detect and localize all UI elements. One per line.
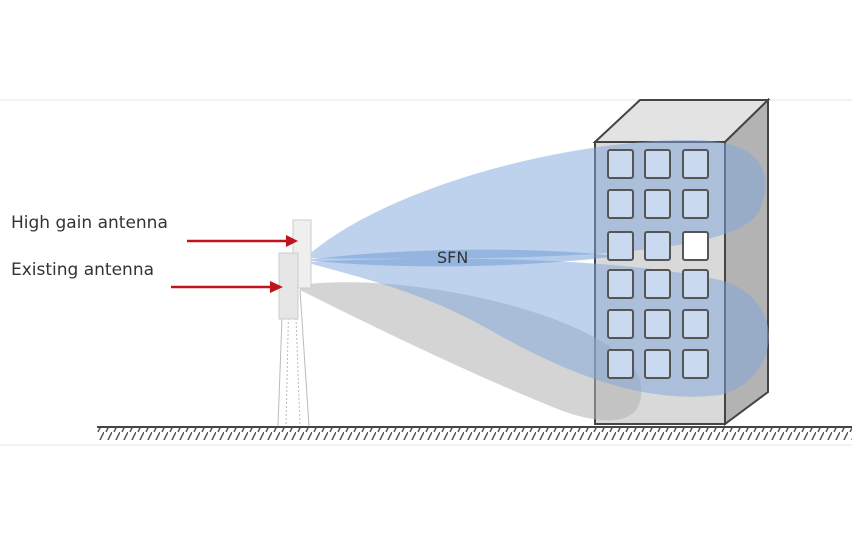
window — [644, 149, 671, 179]
window — [607, 309, 634, 339]
window — [644, 269, 671, 299]
window — [682, 269, 709, 299]
existing-antenna-coverage — [300, 282, 642, 421]
window — [607, 269, 634, 299]
window — [607, 349, 634, 379]
window — [607, 231, 634, 261]
sfn-overlap — [305, 249, 620, 267]
existing-antenna — [278, 252, 299, 320]
building-windows — [607, 149, 709, 379]
window — [682, 231, 709, 261]
high-gain-antenna-label: High gain antenna — [11, 213, 168, 233]
window — [682, 189, 709, 219]
window — [607, 189, 634, 219]
window — [682, 309, 709, 339]
existing-arrow — [171, 281, 283, 293]
window — [644, 189, 671, 219]
sfn-label: SFN — [437, 248, 469, 267]
window — [607, 149, 634, 179]
existing-antenna-label: Existing antenna — [11, 260, 155, 280]
window — [682, 149, 709, 179]
window — [644, 231, 671, 261]
window — [644, 309, 671, 339]
window — [644, 349, 671, 379]
window — [682, 349, 709, 379]
high-gain-arrow — [187, 235, 298, 247]
ground-hatch — [97, 428, 852, 440]
